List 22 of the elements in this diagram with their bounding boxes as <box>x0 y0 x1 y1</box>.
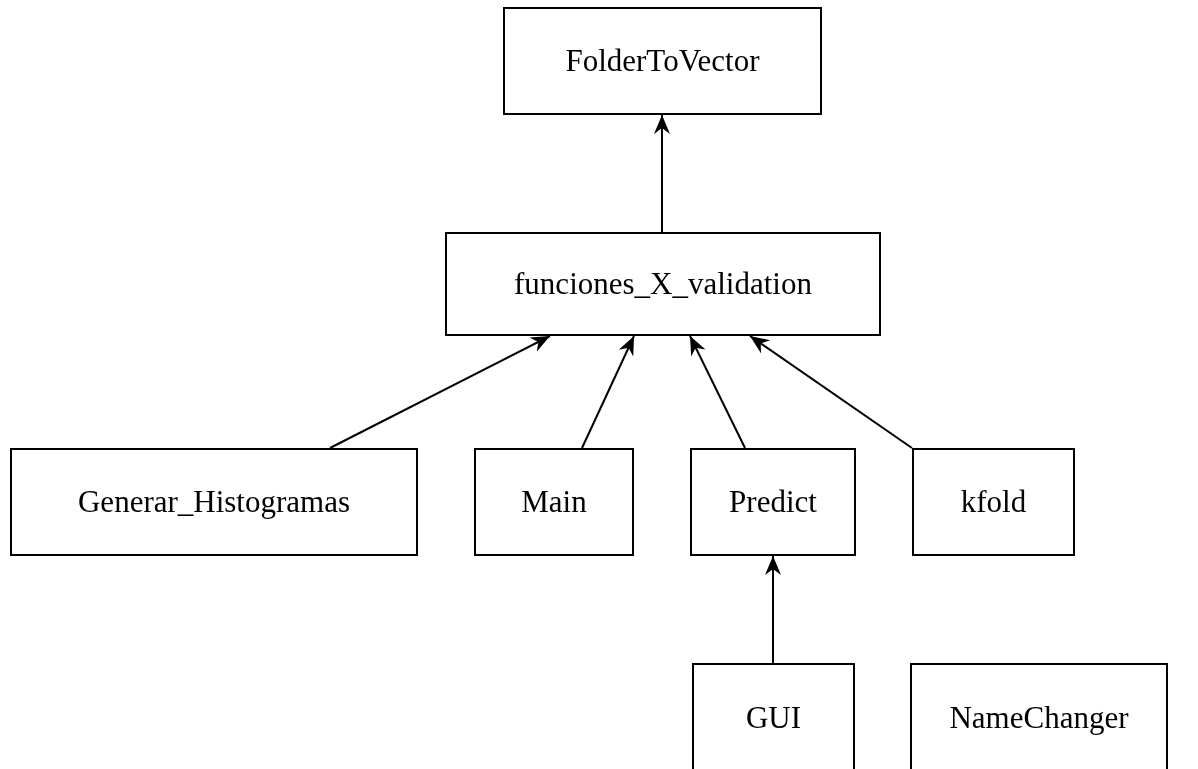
class-name: kfold <box>960 484 1027 520</box>
class-box <box>690 448 856 556</box>
arrow <box>329 335 551 449</box>
class-box <box>910 663 1168 769</box>
arrow <box>749 335 913 449</box>
class-name: FolderToVector <box>565 43 760 79</box>
class-box <box>445 232 881 336</box>
arrow <box>689 335 746 449</box>
class-box <box>474 448 634 556</box>
arrow <box>765 555 781 664</box>
class-name: Main <box>521 484 587 520</box>
class-name: NameChanger <box>949 700 1129 736</box>
arrow <box>654 114 670 233</box>
class-box <box>692 663 855 769</box>
arrow <box>581 335 635 449</box>
class-box <box>912 448 1075 556</box>
class-name: Generar_Histogramas <box>78 484 350 520</box>
class-box <box>10 448 418 556</box>
class-name: GUI <box>745 700 802 736</box>
class-box <box>503 7 822 115</box>
class-name: Predict <box>729 484 817 520</box>
class-name: funciones_X_validation <box>514 266 812 302</box>
